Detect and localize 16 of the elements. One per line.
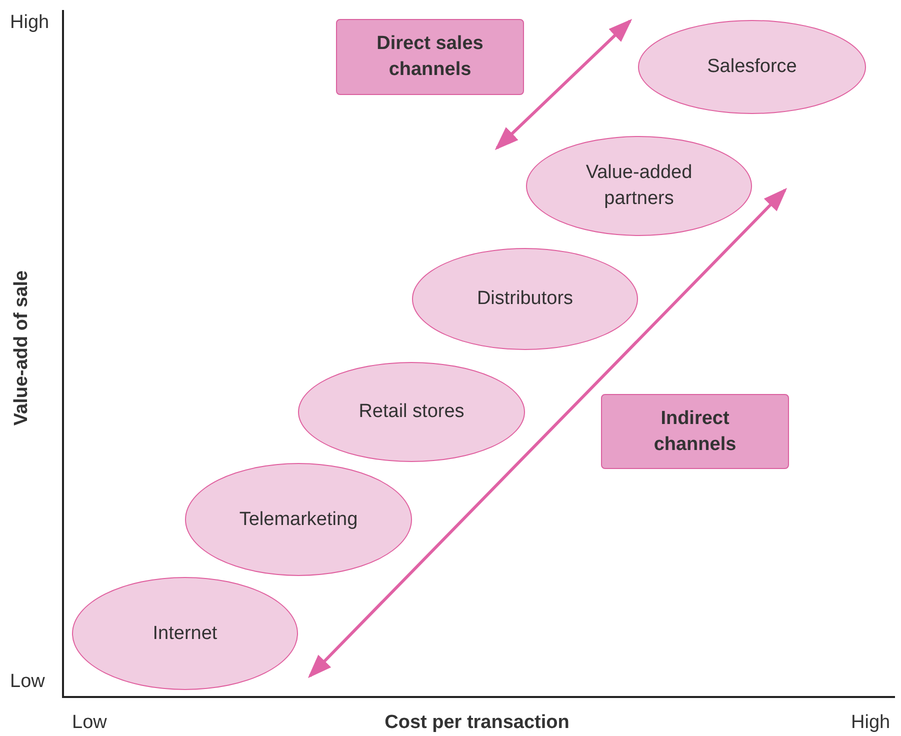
category-box: [336, 19, 524, 95]
channel-label: Distributors: [476, 287, 574, 312]
category-label: Indirect channels: [652, 406, 738, 456]
category-label: Direct sales channels: [376, 32, 484, 82]
axis-end-label: Low: [10, 671, 45, 693]
axis-title: Cost per transaction: [384, 712, 570, 734]
channel-label: Salesforce: [707, 55, 797, 80]
channel-label: Value-added partners: [584, 161, 694, 211]
axis-end-label: High: [851, 712, 890, 734]
axis-end-label: High: [10, 12, 50, 34]
category-box: [601, 394, 789, 469]
channel-label: Internet: [152, 622, 218, 646]
axis-end-label: Low: [72, 712, 107, 734]
channel-label: Retail stores: [358, 400, 464, 424]
channel-label: Telemarketing: [239, 508, 358, 532]
axis-title: Value-add of sale: [11, 270, 33, 426]
